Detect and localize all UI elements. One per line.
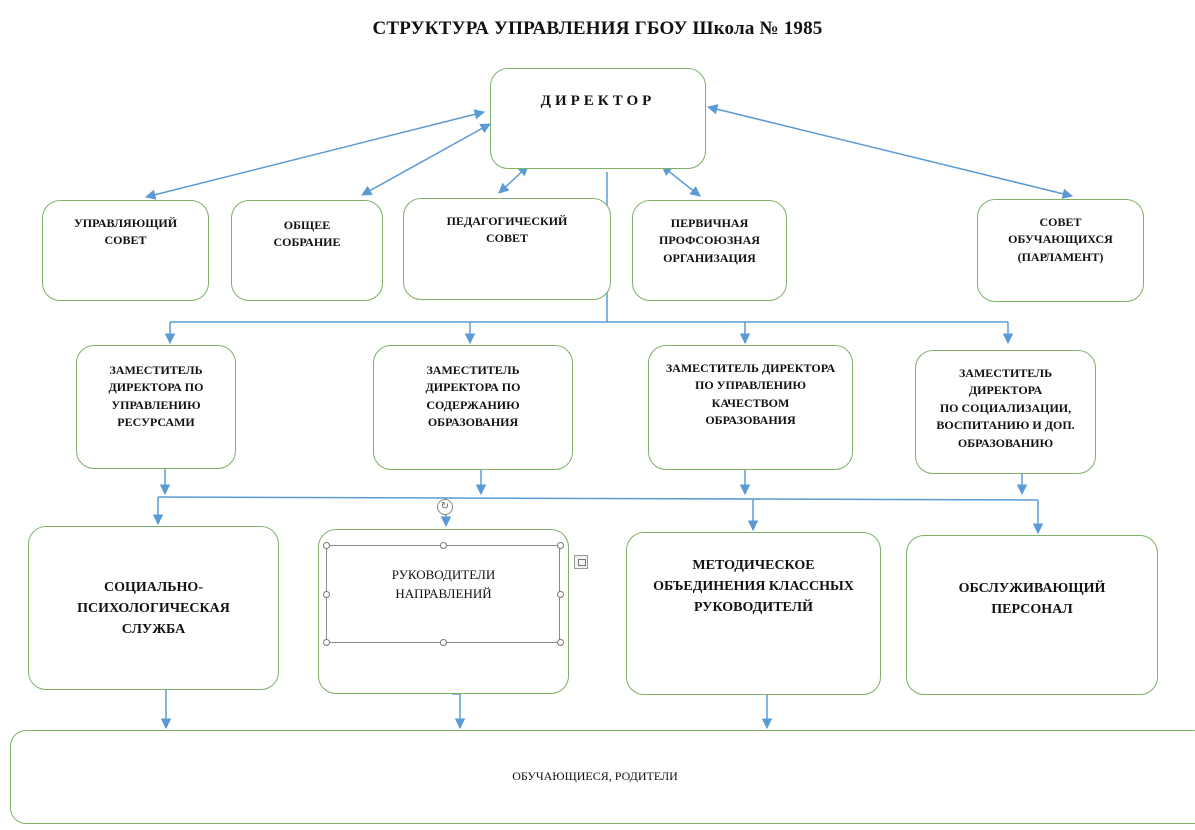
director-council-connector bbox=[706, 104, 1074, 199]
resize-handle[interactable] bbox=[323, 542, 330, 549]
student-council-label: СОВЕТ ОБУЧАЮЩИХСЯ (ПАРЛАМЕНТ) bbox=[1008, 215, 1113, 264]
trade-union-box[interactable]: ПЕРВИЧНАЯ ПРОФСОЮЗНАЯ ОРГАНИЗАЦИЯ bbox=[632, 200, 787, 301]
deputy-resources-label: ЗАМЕСТИТЕЛЬ ДИРЕКТОРА ПО УПРАВЛЕНИЮ РЕСУ… bbox=[108, 363, 204, 430]
students-parents-label: ОБУЧАЮЩИЕСЯ, РОДИТЕЛИ bbox=[512, 769, 678, 784]
deputy-socialization-box[interactable]: ЗАМЕСТИТЕЛЬ ДИРЕКТОРА ПО СОЦИАЛИЗАЦИИ, В… bbox=[915, 350, 1096, 474]
director-council-connector bbox=[361, 123, 491, 196]
resize-handle[interactable] bbox=[557, 639, 564, 646]
units-bus-line bbox=[157, 496, 1039, 501]
resize-handle[interactable] bbox=[440, 639, 447, 646]
rotate-icon[interactable]: ↻ bbox=[437, 499, 453, 515]
director-council-connector bbox=[498, 165, 529, 194]
deputy-content-label: ЗАМЕСТИТЕЛЬ ДИРЕКТОРА ПО СОДЕРЖАНИЮ ОБРА… bbox=[425, 363, 521, 430]
area-heads-label: РУКОВОДИТЕЛИ НАПРАВЛЕНИЙ bbox=[391, 567, 496, 601]
students-parents-box[interactable]: ОБУЧАЮЩИЕСЯ, РОДИТЕЛИ bbox=[10, 730, 1195, 824]
trade-union-label: ПЕРВИЧНАЯ ПРОФСОЮЗНАЯ ОРГАНИЗАЦИЯ bbox=[659, 216, 760, 265]
deputy-resources-box[interactable]: ЗАМЕСТИТЕЛЬ ДИРЕКТОРА ПО УПРАВЛЕНИЮ РЕСУ… bbox=[76, 345, 236, 469]
area-heads-box[interactable]: РУКОВОДИТЕЛИ НАПРАВЛЕНИЙ bbox=[318, 529, 569, 694]
deputy-quality-box[interactable]: ЗАМЕСТИТЕЛЬ ДИРЕКТОРА ПО УПРАВЛЕНИЮ КАЧЕ… bbox=[648, 345, 853, 470]
resize-handle[interactable] bbox=[557, 591, 564, 598]
director-council-connector bbox=[661, 165, 701, 197]
service-staff-box[interactable]: ОБСЛУЖИВАЮЩИЙ ПЕРСОНАЛ bbox=[906, 535, 1158, 695]
governing-council-box[interactable]: УПРАВЛЯЮЩИЙ СОВЕТ bbox=[42, 200, 209, 301]
service-staff-label: ОБСЛУЖИВАЮЩИЙ ПЕРСОНАЛ bbox=[958, 581, 1106, 617]
deputy-content-box[interactable]: ЗАМЕСТИТЕЛЬ ДИРЕКТОРА ПО СОДЕРЖАНИЮ ОБРА… bbox=[373, 345, 573, 470]
social-psych-service-label: СОЦИАЛЬНО- ПСИХОЛОГИЧЕСКАЯ СЛУЖБА bbox=[77, 579, 230, 637]
methodical-association-box[interactable]: МЕТОДИЧЕСКОЕ ОБЪЕДИНЕНИЯ КЛАССНЫХ РУКОВО… bbox=[626, 532, 881, 695]
resize-handle[interactable] bbox=[323, 639, 330, 646]
resize-handle[interactable] bbox=[440, 542, 447, 549]
pedagogical-council-box[interactable]: ПЕДАГОГИЧЕСКИЙ СОВЕТ bbox=[403, 198, 611, 300]
director-label: ДИРЕКТОР bbox=[540, 93, 656, 109]
unit-bottom-connector bbox=[452, 693, 466, 730]
director-council-connector bbox=[144, 109, 486, 200]
methodical-association-label: МЕТОДИЧЕСКОЕ ОБЪЕДИНЕНИЯ КЛАССНЫХ РУКОВО… bbox=[653, 558, 854, 615]
director-box[interactable]: ДИРЕКТОР bbox=[490, 68, 706, 169]
student-council-box[interactable]: СОВЕТ ОБУЧАЮЩИХСЯ (ПАРЛАМЕНТ) bbox=[977, 199, 1144, 302]
diagram-title: СТРУКТУРА УПРАВЛЕНИЯ ГБОУ Школа № 1985 bbox=[372, 18, 823, 39]
social-psych-service-box[interactable]: СОЦИАЛЬНО- ПСИХОЛОГИЧЕСКАЯ СЛУЖБА bbox=[28, 526, 279, 690]
layout-options-icon[interactable] bbox=[574, 555, 588, 569]
deputy-socialization-label: ЗАМЕСТИТЕЛЬ ДИРЕКТОРА ПО СОЦИАЛИЗАЦИИ, В… bbox=[936, 366, 1075, 450]
text-frame-selection[interactable] bbox=[326, 545, 560, 643]
deputy-quality-label: ЗАМЕСТИТЕЛЬ ДИРЕКТОРА ПО УПРАВЛЕНИЮ КАЧЕ… bbox=[665, 361, 836, 428]
governing-council-label: УПРАВЛЯЮЩИЙ СОВЕТ bbox=[73, 216, 178, 248]
resize-handle[interactable] bbox=[323, 591, 330, 598]
resize-handle[interactable] bbox=[557, 542, 564, 549]
general-assembly-label: ОБЩЕЕ СОБРАНИЕ bbox=[273, 218, 341, 250]
general-assembly-box[interactable]: ОБЩЕЕ СОБРАНИЕ bbox=[231, 200, 383, 301]
pedagogical-council-label: ПЕДАГОГИЧЕСКИЙ СОВЕТ bbox=[446, 214, 568, 246]
